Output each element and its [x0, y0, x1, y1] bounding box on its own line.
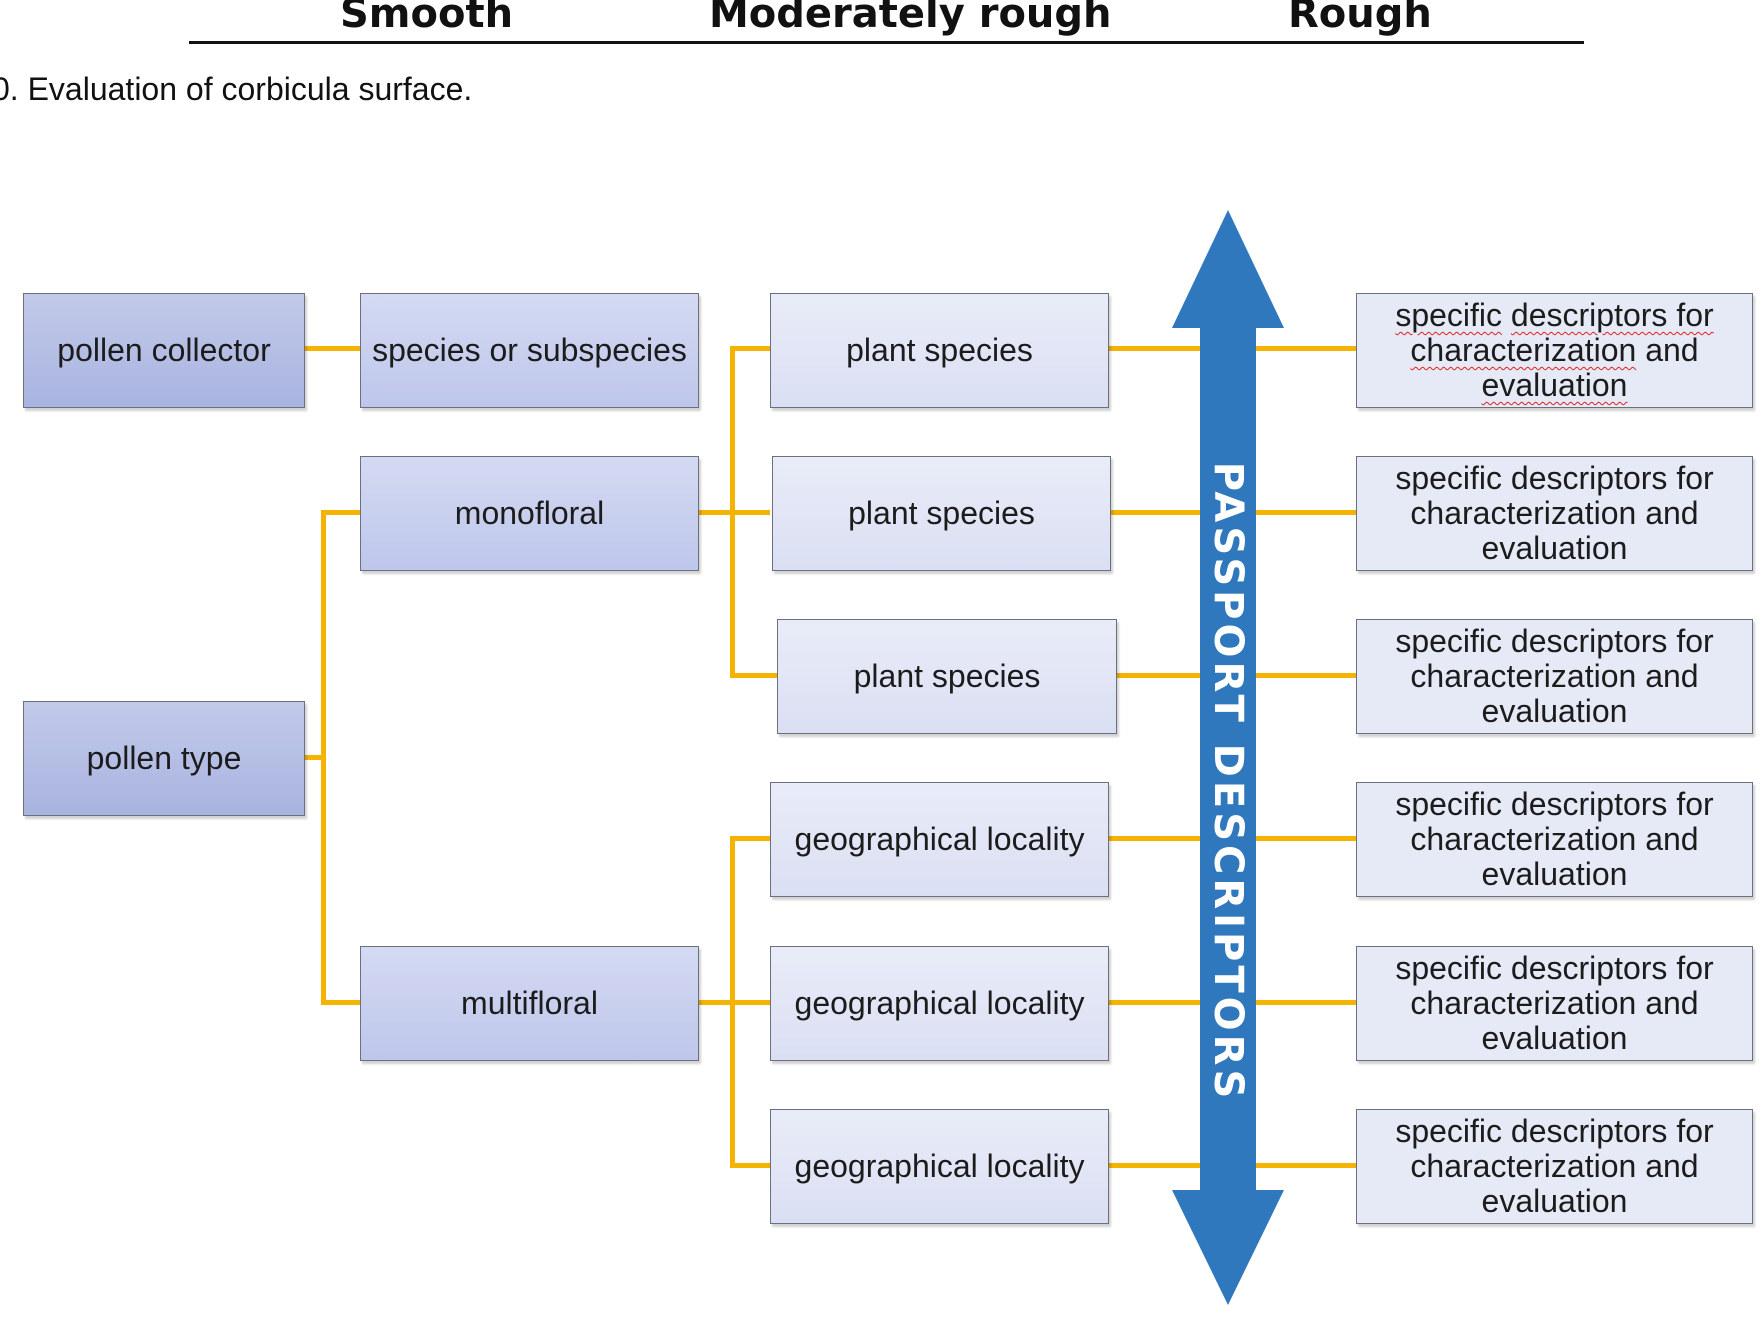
multifloral-label: multifloral	[461, 985, 598, 1021]
connector-to-monofloral	[321, 510, 360, 515]
heading-smooth: Smooth	[340, 0, 514, 37]
specific-descriptors-text: specific descriptors for characterizatio…	[1395, 1113, 1714, 1219]
plant-species-label: plant species	[848, 495, 1035, 531]
connector-to-multifloral	[321, 1000, 360, 1005]
pollen-collector-box: pollen collector	[23, 293, 305, 408]
species-or-subspecies-box: species or subspecies	[360, 293, 699, 408]
pollen-collector-label: pollen collector	[57, 332, 271, 368]
specific-descriptors-box-5: specific descriptors for characterizatio…	[1356, 946, 1753, 1061]
figure-caption: 0. Evaluation of corbicula surface.	[0, 71, 473, 107]
plant-species-box-1: plant species	[770, 293, 1109, 408]
pollen-type-label: pollen type	[86, 740, 242, 776]
specific-descriptors-box-1: specific descriptors for characterizatio…	[1356, 293, 1753, 408]
heading-underline	[189, 41, 1584, 44]
connector-collector-species	[305, 346, 360, 351]
heading-moderately-rough: Moderately rough	[709, 0, 1112, 37]
specific-descriptors-box-3: specific descriptors for characterizatio…	[1356, 619, 1753, 734]
connector-to-geo-1	[730, 836, 770, 841]
specific-descriptors-box-6: specific descriptors for characterizatio…	[1356, 1109, 1753, 1224]
specific-descriptors-text: specific descriptors for characterizatio…	[1395, 950, 1714, 1056]
connector-pollen-type	[305, 755, 323, 760]
geographical-locality-label: geographical locality	[794, 1148, 1085, 1184]
passport-descriptors-label: PASSPORT DESCRIPTORS	[1205, 461, 1251, 1103]
passport-arrow-shape	[1172, 210, 1284, 1305]
plant-species-box-2: plant species	[772, 456, 1111, 571]
specific-descriptors-box-2: specific descriptors for characterizatio…	[1356, 456, 1753, 571]
connector-to-plant-1	[730, 346, 770, 351]
monofloral-box: monofloral	[360, 456, 699, 571]
species-or-subspecies-label: species or subspecies	[372, 332, 687, 368]
specific-descriptors-text: specific descriptors for characterizatio…	[1395, 460, 1714, 566]
connector-monofloral-trunk	[730, 346, 735, 678]
geographical-locality-box-3: geographical locality	[770, 1109, 1109, 1224]
plant-species-label: plant species	[853, 658, 1041, 694]
pollen-type-box: pollen type	[23, 701, 305, 816]
geographical-locality-label: geographical locality	[794, 985, 1085, 1021]
connector-type-trunk	[321, 510, 326, 1005]
multifloral-box: multifloral	[360, 946, 699, 1061]
specific-descriptors-text: specific descriptors for characterizatio…	[1395, 786, 1714, 892]
heading-rough: Rough	[1288, 0, 1432, 37]
plant-species-label: plant species	[846, 332, 1033, 368]
monofloral-label: monofloral	[454, 495, 605, 531]
connector-to-geo-3	[730, 1163, 770, 1168]
geographical-locality-label: geographical locality	[794, 821, 1085, 857]
plant-species-box-3: plant species	[777, 619, 1117, 734]
specific-descriptors-box-4: specific descriptors for characterizatio…	[1356, 782, 1753, 897]
specific-descriptors-text: specific descriptors for characterizatio…	[1395, 623, 1714, 729]
connector-to-plant-3	[733, 673, 777, 678]
geographical-locality-box-1: geographical locality	[770, 782, 1109, 897]
specific-descriptors-text: specific descriptors for characterizatio…	[1395, 297, 1714, 403]
connector-multifloral-trunk	[730, 836, 735, 1168]
geographical-locality-box-2: geographical locality	[770, 946, 1109, 1061]
